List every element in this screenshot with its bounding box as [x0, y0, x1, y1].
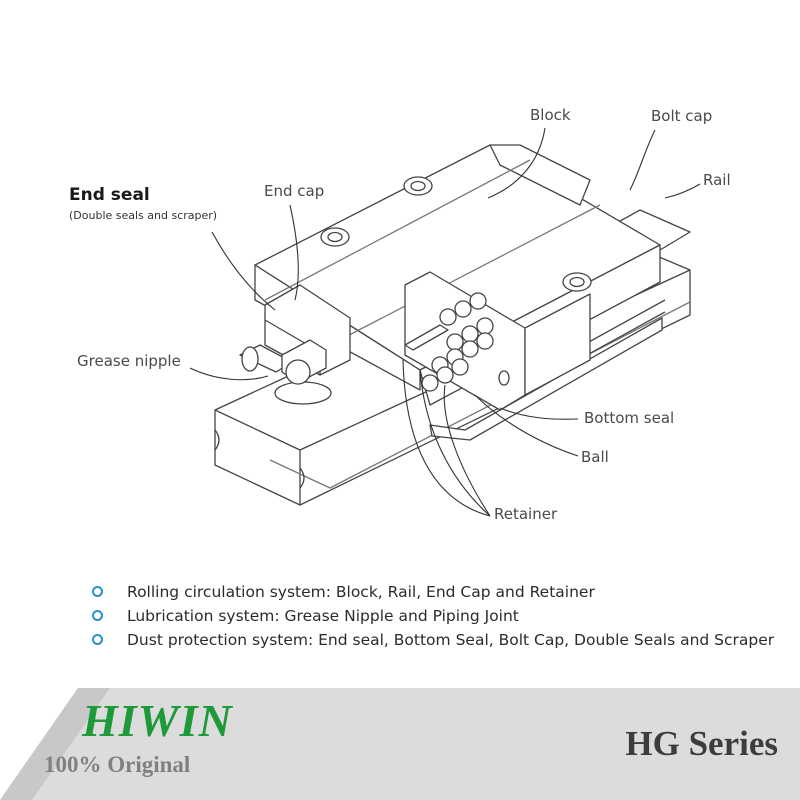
label-bolt-cap: Bolt cap: [651, 107, 713, 125]
grease-nipple-drawing: [239, 339, 332, 405]
label-end-seal: End seal: [69, 185, 150, 205]
footer-banner: [0, 688, 800, 800]
bullet-circle-icon: [92, 586, 103, 597]
leader-retainer-3: [443, 384, 491, 517]
bullet-circle-icon: [92, 634, 103, 645]
leader-end-seal: [211, 231, 276, 311]
block-drawing: [254, 144, 666, 411]
label-end-cap: End cap: [264, 182, 325, 200]
leader-rail: [664, 183, 701, 199]
label-rail: Rail: [703, 171, 731, 189]
tagline: 100% Original: [44, 752, 191, 777]
leader-retainer-2: [402, 359, 491, 517]
series-title: HG Series: [625, 724, 778, 763]
linear-guide-diagram: [189, 127, 701, 517]
leader-block: [487, 127, 546, 199]
leader-retainer-1: [419, 369, 491, 517]
brand-logo: HIWIN: [82, 695, 233, 746]
leader-end-cap: [289, 204, 299, 301]
balls-drawing: [404, 292, 494, 392]
label-block: Block: [530, 106, 571, 124]
feature-item: Lubrication system: Grease Nipple and Pi…: [92, 604, 774, 628]
bottom-seal-drawing: [429, 317, 663, 441]
leader-grease-nipple: [189, 367, 269, 381]
label-bottom-seal: Bottom seal: [584, 409, 675, 427]
label-ball: Ball: [581, 448, 609, 466]
label-grease-nipple: Grease nipple: [77, 352, 181, 370]
feature-item: Dust protection system: End seal, Bottom…: [92, 628, 774, 652]
feature-item: Rolling circulation system: Block, Rail,…: [92, 580, 774, 604]
label-end-seal-sub: (Double seals and scraper): [69, 209, 218, 222]
leader-bolt-cap: [629, 129, 656, 191]
leader-ball: [474, 394, 579, 457]
label-retainer: Retainer: [494, 505, 558, 523]
bullet-circle-icon: [92, 610, 103, 621]
leader-bottom-seal: [499, 407, 579, 420]
feature-list: Rolling circulation system: Block, Rail,…: [92, 580, 774, 652]
